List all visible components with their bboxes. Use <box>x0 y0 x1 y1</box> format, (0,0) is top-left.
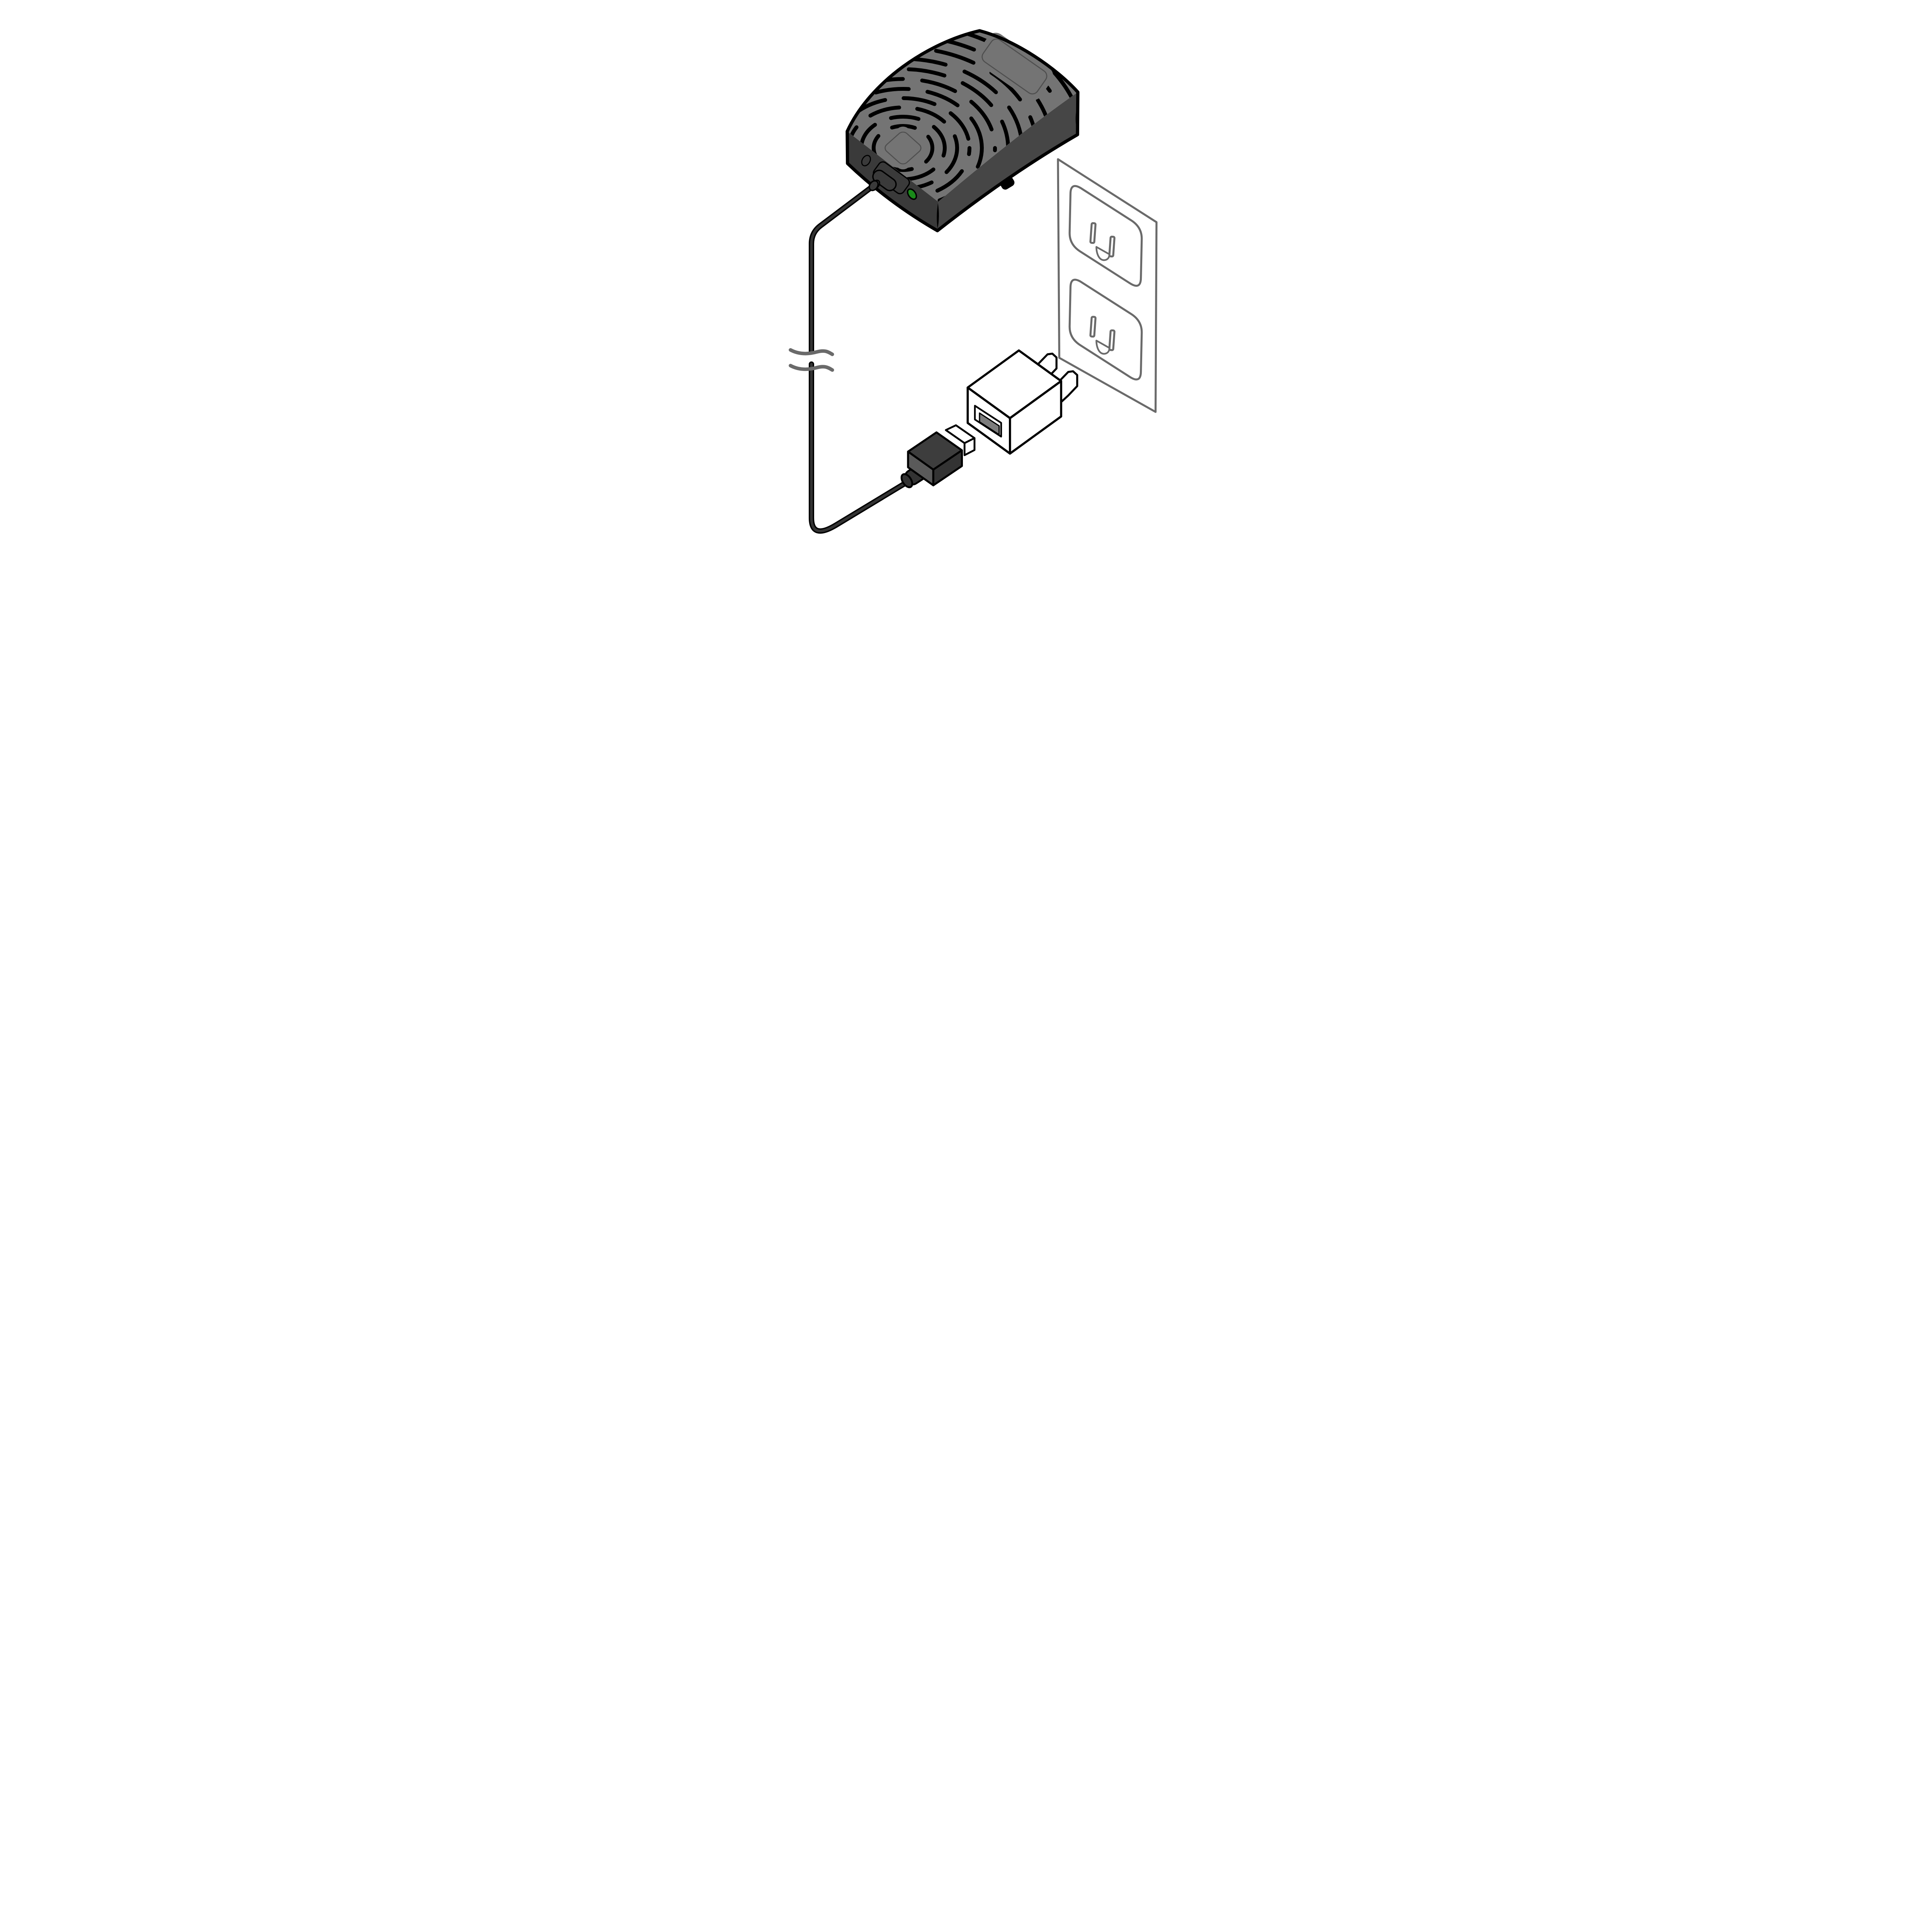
cable-lower-run <box>808 361 912 534</box>
receptacle-face <box>1068 185 1143 287</box>
status-led <box>906 188 917 200</box>
charging-cable <box>788 183 912 534</box>
adapter-right-face <box>1009 380 1062 455</box>
device-hole-icon <box>861 155 871 167</box>
usb-wall-adapter <box>966 349 1078 455</box>
outlet-ground-icon <box>1095 246 1110 261</box>
cable-break-icon <box>788 348 834 372</box>
power-connection-diagram <box>766 0 1166 569</box>
connector-tip-front <box>963 437 975 456</box>
usb-connector <box>900 424 975 488</box>
cable-upper-core <box>810 184 875 353</box>
outlet-slot-icon <box>1089 222 1097 244</box>
receptacle-face <box>1068 279 1143 381</box>
connector-boot-cap <box>900 473 913 488</box>
device-plug <box>868 170 897 191</box>
outlet-slot-icon <box>1108 329 1116 351</box>
device-outline <box>845 29 1080 233</box>
device-right-face <box>937 92 1078 231</box>
device-button-plate <box>879 126 927 170</box>
outlet-ground-icon <box>1095 340 1110 355</box>
wall-outlet <box>1056 158 1158 413</box>
outlet-slot-icon <box>1108 235 1116 258</box>
cable-lower-core <box>810 362 910 532</box>
device-crease <box>1075 110 1077 128</box>
device-label-plate <box>975 32 1053 100</box>
outlet-slot-icon <box>1089 316 1097 338</box>
connector-body-right <box>932 449 963 486</box>
adapter-usb-port <box>974 405 1002 438</box>
illustration-page <box>766 0 1166 569</box>
speaker-device <box>845 29 1080 233</box>
outlet-receptacle-top <box>1068 185 1143 287</box>
device-crease <box>936 202 939 229</box>
outlet-receptacle-bottom <box>1068 279 1143 381</box>
